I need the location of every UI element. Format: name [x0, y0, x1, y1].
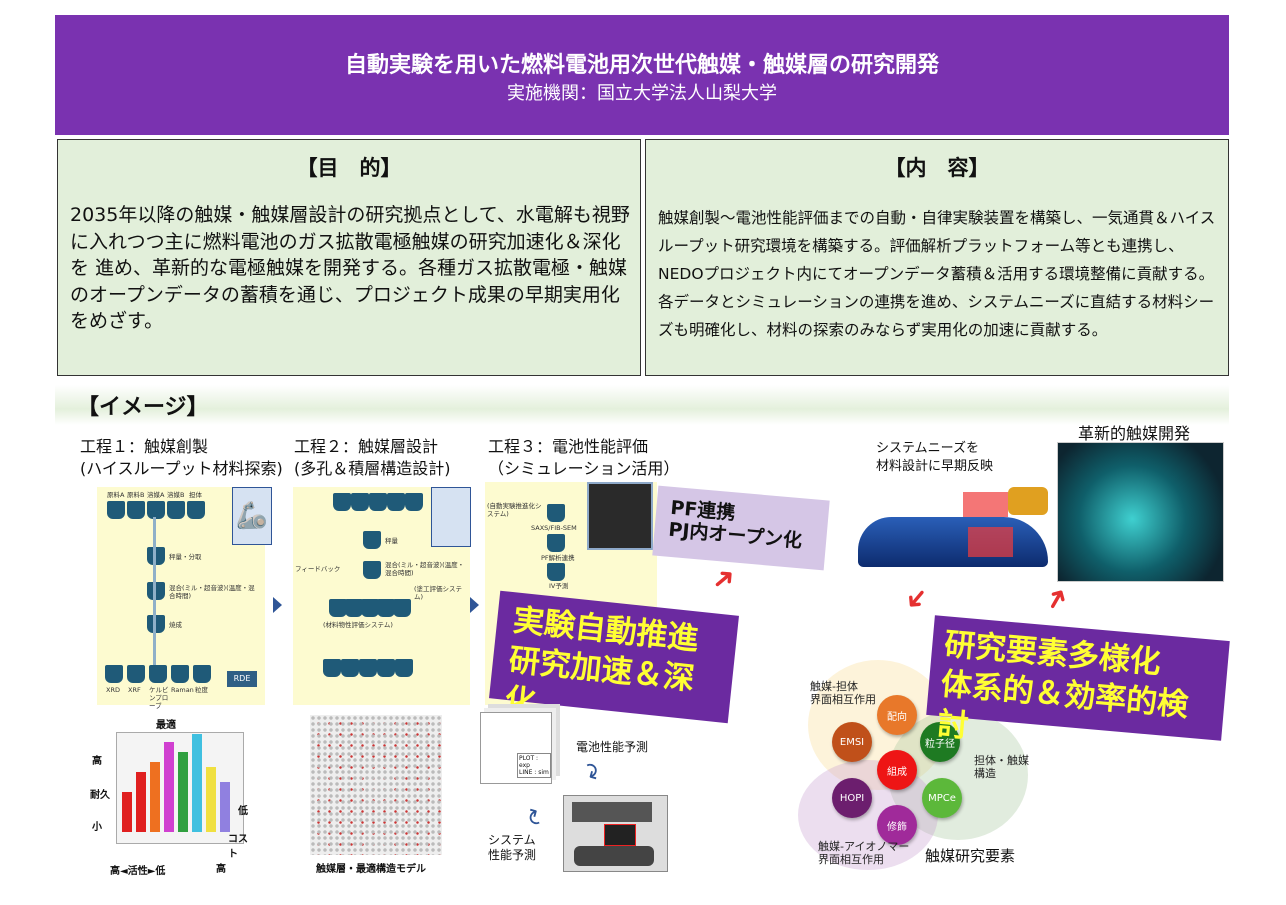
chart-label: 高 [216, 864, 226, 875]
image-heading: 【イメージ】 [77, 395, 209, 420]
page-title: 自動実験を用いた燃料電池用次世代触媒・触媒層の研究開発 [344, 53, 939, 78]
label: 混合(ミル・超音波)(温度・混合時間) [385, 561, 465, 577]
curved-arrow-icon: ➜ [703, 558, 744, 599]
step3-sub: （シミュレーション活用） [488, 459, 680, 478]
step1-heading: 工程１：触媒創製 (ハイスループット材料探索) [80, 436, 290, 480]
element-node: 修飾 [877, 805, 917, 845]
label: 原料B [127, 491, 145, 499]
fuel-cell-car-image [858, 487, 1050, 587]
step2-sub: (多孔＆積層構造設計) [294, 459, 451, 478]
innovative-catalyst-label: 革新的触媒開発 [1078, 424, 1191, 443]
image-section-bar: 【イメージ】 [55, 385, 1229, 425]
arrow-right-icon [273, 597, 282, 613]
element-node: 配向 [877, 695, 917, 735]
element-node: MPCe [922, 778, 962, 818]
catalyst-elements-diagram: 配向 粒子径 MPCe 修飾 HOPI EMSI 組成 触媒-担体 界面相互作用… [788, 650, 1043, 870]
label: (材料物性評価システム) [323, 621, 393, 629]
banner-research-diversity: 研究要素多様化 体系的＆効率的検討 [926, 615, 1230, 745]
banner-auto-experiment: 実験自動推進 研究加速＆深化 [489, 590, 739, 724]
group-label: 触媒-担体 界面相互作用 [810, 680, 876, 706]
elements-title: 触媒研究要素 [925, 847, 1016, 865]
header-banner: 自動実験を用いた燃料電池用次世代触媒・触媒層の研究開発 実施機関：国立大学法人山… [55, 15, 1229, 135]
step2-heading: 工程２：触媒層設計 (多孔＆積層構造設計) [294, 436, 494, 480]
iv-plot-image: PLOT : exp LINE : sim [480, 712, 552, 784]
label: フィードバック [295, 565, 341, 573]
content-heading: 【内 容】 [884, 156, 990, 180]
element-node: 粒子径 [920, 722, 960, 762]
robot-arm-icon: 🦾 [232, 487, 272, 545]
group-label: 担体・触媒 構造 [974, 754, 1029, 780]
group-label: 触媒-アイオノマー 界面相互作用 [818, 840, 910, 866]
curved-arrow-icon: ↷ [521, 801, 553, 830]
label: XRD [106, 686, 120, 694]
step3-heading: 工程３：電池性能評価 （シミュレーション活用） [488, 436, 688, 480]
catalyst-particle-image [1057, 442, 1224, 582]
chart-label: コスト [228, 834, 248, 860]
label: IV予測 [549, 582, 569, 590]
needs-text: システムニーズを 材料設計に早期反映 [876, 440, 993, 476]
label: 粒度 [195, 686, 208, 694]
server-image [587, 482, 653, 550]
needs-line2: 材料設計に早期反映 [876, 459, 994, 474]
chart-label: 低 [238, 806, 248, 817]
label: 溶媒B [167, 491, 185, 499]
catalyst-layer-structure-image [310, 715, 442, 855]
structure-caption: 触媒層・最適構造モデル [316, 864, 426, 875]
chart-label: 高 [92, 756, 102, 767]
step2-title: 工程２：触媒層設計 [294, 437, 439, 456]
label: PF解析連携 [541, 554, 575, 562]
needs-line1: システムニーズを [876, 441, 979, 456]
element-node: EMSI [832, 722, 872, 762]
label: 溶媒A [147, 491, 165, 499]
label: 焼成 [169, 621, 182, 629]
label: (塗工評価システム) [414, 585, 463, 601]
label: 原料A [107, 491, 125, 499]
step3-title: 工程３：電池性能評価 [488, 437, 649, 456]
fuel-cell-system-image [563, 795, 668, 872]
element-center: 組成 [877, 750, 917, 790]
curved-arrow-icon: ↷ [574, 758, 606, 787]
label: 混合(ミル・超音波)(温度・混合時間) [169, 584, 255, 600]
page-subtitle: 実施機関：国立大学法人山梨大学 [507, 83, 777, 104]
step2-flow-diagram: 秤量 フィードバック 混合(ミル・超音波)(温度・混合時間) (材料物性評価シス… [293, 487, 471, 705]
label: 秤量・分取 [169, 553, 202, 561]
label: ケルビンプローブ [149, 686, 169, 710]
curved-arrow-icon: ➜ [1036, 580, 1077, 618]
step1-flow-diagram: 原料A 原料B 溶媒A 溶媒B 担体 秤量・分取 混合(ミル・超音波)(温度・混… [97, 487, 272, 710]
label: 担体 [189, 491, 202, 499]
optimization-3d-bar-image: 最適 高 耐久 小 低 コスト 高 高◄活性►低 [88, 712, 253, 877]
purpose-text: 2035年以降の触媒・触媒層設計の研究拠点として、水電解も視野に入れつつ主に燃料… [70, 204, 630, 332]
element-node: HOPI [832, 778, 872, 818]
purpose-heading: 【目 的】 [296, 156, 402, 180]
label: XRF [128, 686, 141, 694]
pf-collaboration-box: PF連携 PJ内オープン化 [652, 485, 830, 571]
chart-label: 耐久 [90, 790, 110, 801]
coating-machine-image [431, 487, 471, 547]
chart-label-optimal: 最適 [156, 720, 176, 731]
label: SAXS/FIB-SEM [531, 524, 577, 532]
step1-title: 工程１：触媒創製 [80, 437, 209, 456]
plot-legend: PLOT : exp LINE : sim [517, 753, 551, 778]
chart-label: 高◄活性►低 [110, 866, 166, 877]
label: (自動実験推進化システム) [487, 502, 542, 518]
purpose-box: 【目 的】 2035年以降の触媒・触媒層設計の研究拠点として、水電解も視野に入れ… [57, 139, 641, 376]
rde-box: RDE [227, 671, 257, 687]
battery-prediction-label: 電池性能予測 [576, 740, 649, 754]
label: Raman [171, 686, 194, 694]
label: 秤量 [385, 537, 398, 545]
system-prediction-label: システム 性能予測 [488, 833, 537, 862]
content-box: 【内 容】 触媒創製～電池性能評価までの自動・自律実験装置を構築し、一気通貫＆ハ… [645, 139, 1229, 376]
step1-sub: (ハイスループット材料探索) [80, 459, 283, 478]
content-text: 触媒創製～電池性能評価までの自動・自律実験装置を構築し、一気通貫＆ハイスループッ… [658, 209, 1216, 339]
chart-label: 小 [92, 822, 102, 833]
arrow-right-icon [470, 597, 479, 613]
